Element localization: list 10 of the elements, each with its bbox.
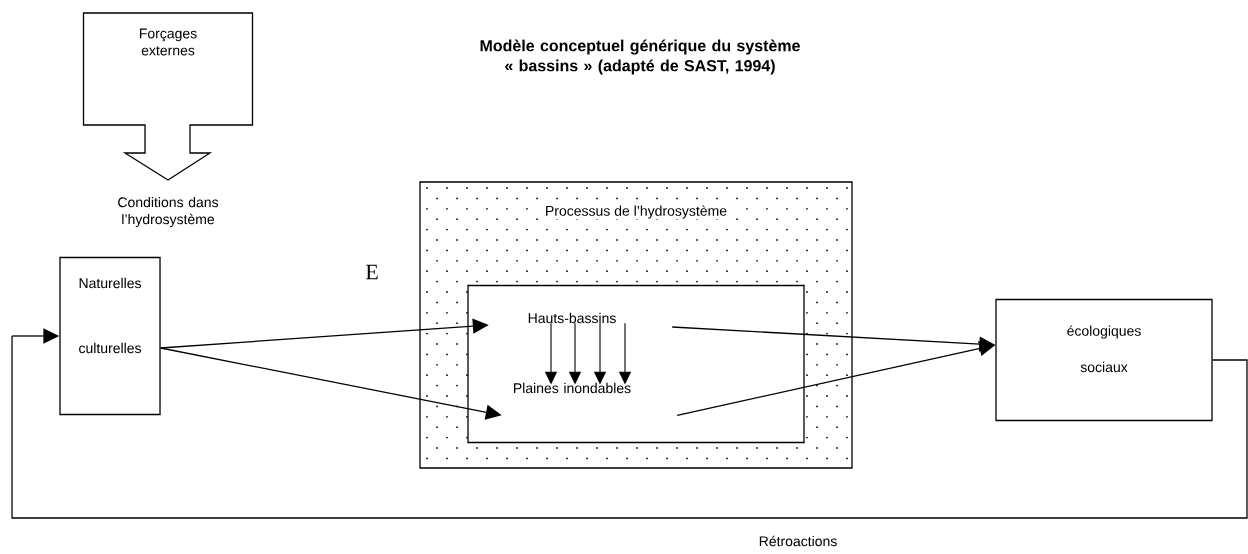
process-box bbox=[467, 284, 805, 444]
process-box: Naturelles culturelles bbox=[59, 256, 161, 416]
title: Modèle conceptuel générique du système « bassins » (adapté de SAST, 1994) bbox=[480, 39, 800, 75]
text-label: Conditions dans l’hydrosystème bbox=[118, 196, 219, 227]
process-box: écologiques sociaux bbox=[995, 298, 1213, 422]
text-label: Hauts-bassins bbox=[528, 312, 616, 324]
stray-letter: E bbox=[365, 264, 378, 280]
text-label: Rétroactions bbox=[759, 535, 837, 547]
text-label: Plaines inondables bbox=[514, 382, 631, 394]
feedback-arrow bbox=[11, 328, 1248, 519]
